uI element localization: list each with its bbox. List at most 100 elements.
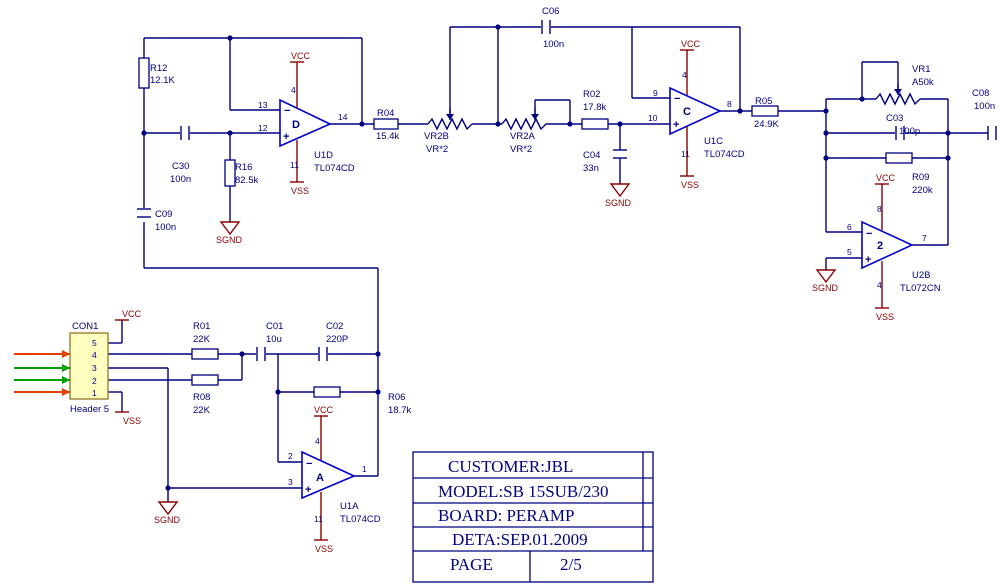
- svg-text:VR*2: VR*2: [510, 144, 532, 155]
- svg-text:11: 11: [290, 160, 299, 170]
- svg-text:6: 6: [847, 222, 852, 232]
- vcc-u2b: VCC: [875, 173, 896, 185]
- svg-text:220k: 220k: [912, 185, 933, 196]
- svg-text:3: 3: [288, 477, 293, 487]
- svg-text:−: −: [866, 228, 872, 240]
- svg-text:VR2A: VR2A: [510, 131, 535, 142]
- svg-text:9: 9: [653, 88, 658, 98]
- svg-text:R02: R02: [583, 89, 600, 100]
- sgnd-u2b: SGND: [812, 258, 839, 293]
- vcc-u1d: VCC: [290, 51, 311, 63]
- svg-text:11: 11: [681, 149, 690, 159]
- svg-text:VR*2: VR*2: [426, 144, 448, 155]
- svg-text:C01: C01: [266, 321, 283, 332]
- svg-text:VR1: VR1: [912, 64, 930, 75]
- svg-text:1: 1: [362, 464, 367, 474]
- junctions: [141, 24, 951, 491]
- svg-text:R09: R09: [912, 172, 929, 183]
- power-symbols: VCC VSS VCC VSS VCC VSS VCC VSS VCC VSS …: [115, 39, 896, 554]
- svg-text:13: 13: [258, 100, 268, 110]
- svg-text:−: −: [674, 93, 680, 105]
- svg-text:24.9K: 24.9K: [754, 119, 779, 130]
- svg-text:U1C: U1C: [704, 136, 723, 147]
- svg-text:22K: 22K: [193, 334, 211, 345]
- svg-text:33n: 33n: [583, 163, 599, 174]
- svg-text:10: 10: [648, 113, 658, 123]
- title-block: CUSTOMER:JBL MODEL:SB 15SUB/230 BOARD: P…: [412, 451, 654, 583]
- svg-text:VCC: VCC: [314, 405, 334, 415]
- svg-text:R05: R05: [755, 96, 772, 107]
- svg-text:11: 11: [314, 514, 323, 524]
- connector-con1: CON1 5 4 3 2 1 Header 5: [14, 321, 109, 415]
- svg-text:4: 4: [315, 436, 320, 446]
- sgnd-u1a: SGND: [154, 501, 181, 525]
- svg-text:R06: R06: [388, 392, 405, 403]
- svg-text:14: 14: [338, 112, 348, 122]
- svg-text:C: C: [683, 106, 691, 118]
- vcc-con1: VCC: [115, 309, 142, 321]
- tb-date: DETA:SEP.01.2009: [452, 530, 588, 549]
- opamp-u1a: − + A 2 3 1 4 11 U1A TL074CD: [288, 416, 381, 540]
- resistor-r06: R06 18.7k: [313, 386, 411, 416]
- svg-text:1: 1: [92, 388, 97, 398]
- svg-text:TL074CD: TL074CD: [314, 163, 355, 174]
- tb-customer: CUSTOMER:JBL: [448, 457, 573, 476]
- vss-con1: VSS: [115, 411, 141, 426]
- svg-text:4: 4: [291, 85, 296, 95]
- svg-text:12: 12: [258, 123, 268, 133]
- svg-text:+: +: [283, 131, 289, 143]
- svg-text:C30: C30: [172, 161, 189, 172]
- svg-text:Header 5: Header 5: [70, 404, 109, 415]
- svg-text:D: D: [292, 119, 300, 131]
- vcc-u1a: VCC: [314, 405, 334, 417]
- svg-text:CON1: CON1: [72, 321, 98, 332]
- svg-text:+: +: [673, 119, 679, 131]
- opamp-u2b: − + 2 6 5 7 8 4 U2B TL072CN: [847, 184, 941, 308]
- vcc-u1c: VCC: [680, 39, 701, 51]
- svg-text:R12: R12: [150, 63, 167, 74]
- svg-text:18.7k: 18.7k: [388, 405, 411, 416]
- wires: [108, 26, 988, 502]
- svg-text:10u: 10u: [266, 334, 282, 345]
- resistor-r09: R09 220k: [885, 152, 933, 196]
- sgnd-c04: SGND: [605, 183, 632, 208]
- svg-text:C09: C09: [155, 209, 172, 220]
- svg-text:4: 4: [877, 280, 882, 290]
- svg-text:R04: R04: [377, 108, 394, 119]
- svg-text:U2B: U2B: [912, 270, 930, 281]
- svg-text:3: 3: [92, 363, 97, 373]
- svg-text:C02: C02: [326, 321, 343, 332]
- opamp-u1d: − + D 13 12 14 4 11 U1D TL074CD: [258, 62, 355, 182]
- svg-text:4: 4: [682, 70, 687, 80]
- svg-text:VSS: VSS: [315, 544, 333, 554]
- svg-text:VCC: VCC: [681, 39, 701, 49]
- tb-page-value: 2/5: [560, 555, 582, 574]
- svg-text:R08: R08: [193, 392, 210, 403]
- svg-text:U1A: U1A: [340, 501, 359, 512]
- svg-text:5: 5: [847, 247, 852, 257]
- svg-text:5: 5: [92, 338, 97, 348]
- svg-text:VCC: VCC: [876, 173, 896, 183]
- svg-text:C06: C06: [542, 6, 559, 17]
- svg-text:100n: 100n: [155, 222, 176, 233]
- svg-text:C08: C08: [972, 88, 989, 99]
- svg-text:+: +: [305, 484, 311, 496]
- svg-text:2: 2: [288, 451, 293, 461]
- svg-text:A50k: A50k: [912, 77, 934, 88]
- svg-text:C03: C03: [886, 113, 903, 124]
- svg-text:+: +: [865, 254, 871, 266]
- svg-text:VSS: VSS: [876, 312, 894, 322]
- svg-text:VCC: VCC: [291, 51, 311, 61]
